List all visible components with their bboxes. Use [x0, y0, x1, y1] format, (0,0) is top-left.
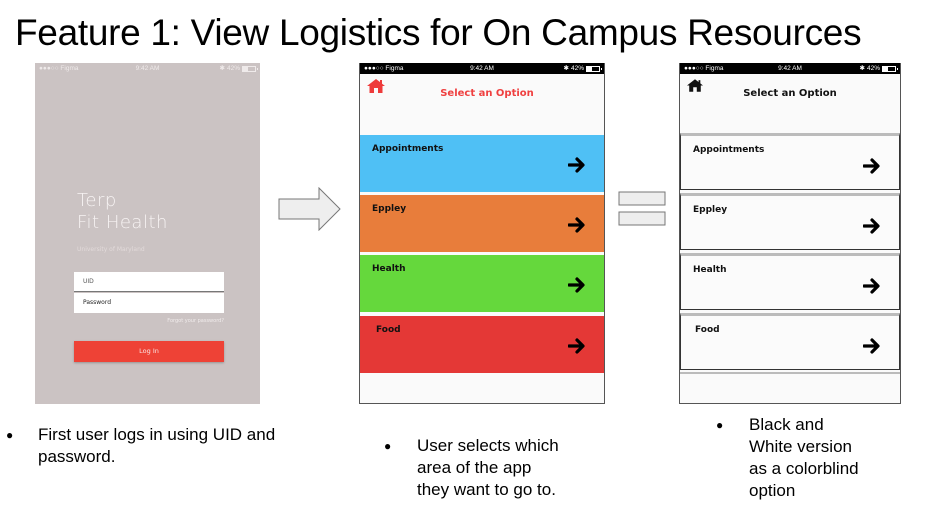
option-appointments[interactable]: Appointments — [680, 133, 900, 190]
caption-select: ● User selects which area of the app the… — [384, 435, 567, 501]
divider — [680, 372, 900, 374]
status-time: 9:42 AM — [778, 65, 802, 72]
bluetooth-icon: ✱ — [859, 65, 865, 72]
bw-select-screen-mockup: ●●●○○ Figma 9:42 AM ✱ 42% Select an Opti… — [679, 63, 901, 404]
caption-login: ● First user logs in using UID and passw… — [6, 424, 318, 468]
arrow-right-icon — [568, 338, 585, 354]
battery-percent: 42% — [570, 65, 584, 72]
option-eppley[interactable]: Eppley — [680, 193, 900, 250]
caption-colorblind: ● Black and White version as a colorblin… — [716, 414, 859, 502]
home-icon[interactable] — [367, 79, 385, 93]
forgot-password-link[interactable]: Forgot your password? — [167, 318, 224, 324]
caption-text: Black and White version as a colorblind … — [749, 415, 859, 500]
screen-title: Select an Option — [743, 88, 837, 99]
app-name-line2: Fit Health — [77, 212, 168, 233]
right-arrow-icon — [278, 187, 341, 231]
color-select-screen-mockup: ●●●○○ Figma 9:42 AM ✱ 42% Select an Opti… — [359, 63, 605, 404]
option-label: Food — [695, 325, 720, 335]
option-label: Health — [372, 264, 406, 274]
battery-icon — [242, 65, 258, 72]
battery-icon — [882, 65, 898, 72]
uid-field[interactable]: UID — [74, 272, 224, 292]
carrier-label: ●●●○○ Figma — [684, 65, 724, 72]
battery-icon — [586, 65, 602, 72]
arrow-right-icon — [863, 278, 880, 294]
bluetooth-icon: ✱ — [563, 65, 569, 72]
arrow-right-icon — [568, 157, 585, 173]
caption-text: User selects which area of the app they … — [417, 436, 559, 499]
option-food[interactable]: Food — [360, 316, 604, 373]
status-bar: ●●●○○ Figma 9:42 AM ✱ 42% — [360, 63, 604, 74]
arrow-right-icon — [568, 277, 585, 293]
arrow-right-icon — [863, 218, 880, 234]
option-eppley[interactable]: Eppley — [360, 195, 604, 252]
option-appointments[interactable]: Appointments — [360, 135, 604, 192]
equals-icon — [618, 191, 666, 226]
option-label: Appointments — [372, 144, 444, 154]
carrier-label: ●●●○○ Figma — [364, 65, 404, 72]
app-name: Terp Fit Health — [77, 190, 168, 234]
app-name-line1: Terp — [77, 190, 117, 211]
option-food[interactable]: Food — [680, 313, 900, 370]
slide-title: Feature 1: View Logistics for On Campus … — [15, 12, 862, 53]
status-bar: ●●●○○ Figma 9:42 AM ✱ 42% — [680, 63, 900, 74]
status-time: 9:42 AM — [135, 65, 160, 72]
login-button[interactable]: Log In — [74, 341, 224, 362]
bullet-icon: ● — [716, 418, 724, 432]
battery-percent: 42% — [866, 65, 880, 72]
option-label: Eppley — [372, 204, 407, 214]
option-health[interactable]: Health — [680, 253, 900, 310]
status-bar: ●●●○○ Figma 9:42 AM ✱ 42% — [35, 63, 260, 74]
screen-title: Select an Option — [440, 88, 534, 99]
login-screen-mockup: ●●●○○ Figma 9:42 AM ✱ 42% Terp Fit Healt… — [35, 63, 260, 404]
option-label: Appointments — [693, 145, 765, 155]
status-right: ✱ 42% — [219, 63, 258, 74]
bluetooth-icon: ✱ — [219, 65, 225, 72]
carrier-label: ●●●○○ Figma — [39, 65, 79, 72]
arrow-right-icon — [863, 338, 880, 354]
status-time: 9:42 AM — [470, 65, 494, 72]
bullet-icon: ● — [6, 428, 14, 442]
status-right: ✱ 42% — [563, 63, 602, 74]
home-icon[interactable] — [687, 79, 703, 92]
caption-text: First user logs in using UID and passwor… — [38, 425, 276, 466]
option-label: Food — [376, 325, 401, 335]
arrow-right-icon — [568, 217, 585, 233]
bullet-icon: ● — [384, 439, 392, 453]
status-right: ✱ 42% — [859, 63, 898, 74]
university-subtitle: University of Maryland — [77, 246, 145, 253]
password-field[interactable]: Password — [74, 293, 224, 313]
option-label: Health — [693, 265, 727, 275]
option-label: Eppley — [693, 205, 728, 215]
option-health[interactable]: Health — [360, 255, 604, 312]
battery-percent: 42% — [226, 65, 240, 72]
arrow-right-icon — [863, 158, 880, 174]
